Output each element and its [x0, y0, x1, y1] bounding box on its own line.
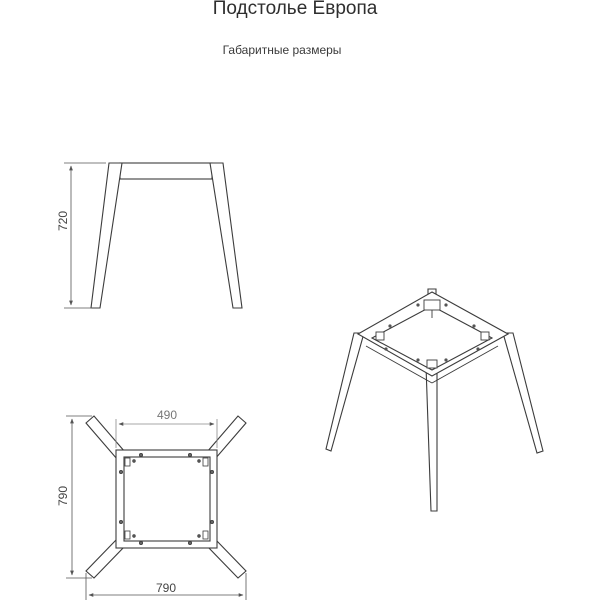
iso-screws	[384, 303, 480, 362]
height-value: 720	[56, 211, 70, 231]
front-right-leg	[209, 162, 243, 309]
plan-depth-dimension	[66, 415, 92, 579]
iso-details	[365, 299, 499, 384]
iso-leg-front	[425, 365, 438, 512]
plan-depth-value: 790	[56, 486, 70, 506]
plan-view	[85, 415, 247, 579]
plan-brackets	[119, 452, 214, 546]
isometric-view	[325, 288, 544, 512]
front-view	[90, 162, 243, 309]
front-apron	[119, 162, 213, 180]
page-subtitle: Габаритные размеры	[222, 43, 342, 57]
plan-width-dimension	[85, 573, 247, 600]
iso-leg-right	[502, 332, 544, 454]
front-left-leg	[90, 162, 123, 309]
page-title: Подстолье Европа	[212, 0, 378, 19]
plan-frame-inner	[123, 456, 211, 542]
height-dimension	[64, 162, 106, 309]
iso-leg-left	[325, 332, 365, 452]
frame-width-dimension	[115, 419, 218, 448]
iso-apron-inner	[370, 305, 494, 371]
plan-width-value: 790	[156, 581, 176, 595]
frame-width-value: 490	[157, 408, 177, 422]
